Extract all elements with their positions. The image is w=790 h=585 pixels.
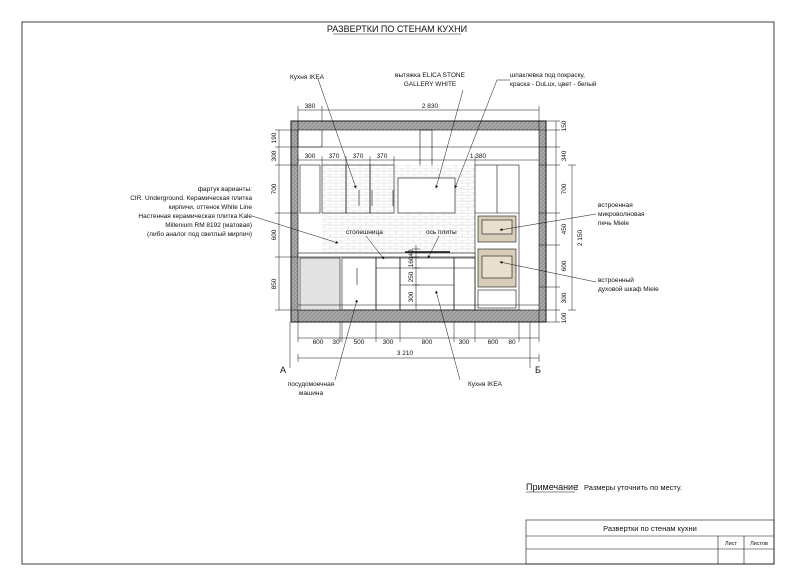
elevation	[290, 120, 547, 323]
dim-right-2: 340	[561, 150, 568, 161]
label-countertop: столешница	[346, 229, 383, 236]
leader-lines	[251, 78, 597, 381]
dim-upper-3: 370	[353, 153, 364, 160]
right-wall-section	[538, 120, 547, 323]
dim-left-5: 850	[271, 278, 278, 289]
dim-top-2: 2 830	[422, 103, 439, 110]
base-cabinet-2[interactable]	[453, 257, 476, 311]
dim-bottom-8: 80	[508, 339, 516, 346]
title-block-sheets: Листов	[750, 541, 768, 547]
elevation-outline	[290, 120, 547, 323]
title-block-name: Развертки по стенам кухни	[603, 524, 697, 533]
tall-column-drawer	[477, 289, 517, 309]
dim-right-7: 100	[561, 312, 568, 323]
dim-top-1: 380	[305, 103, 316, 110]
label-hob-axis: ось плиты	[426, 229, 457, 236]
section-point-a: А	[280, 365, 286, 375]
dim-upper-1: 300	[305, 153, 316, 160]
label-dishwasher-2: машина	[299, 390, 324, 397]
label-hood-2: GALLERY WHITE	[404, 81, 457, 88]
label-oven-2: духовой шкаф Miele	[598, 285, 659, 293]
label-apron-4: Настенная керамическая плитка Kale	[138, 213, 252, 220]
dim-upper-2: 370	[329, 153, 340, 160]
dim-left-1: 190	[271, 132, 278, 143]
boxed-column	[297, 130, 323, 148]
dim-bottom-4: 300	[383, 339, 394, 346]
dim-right-total: 2 150	[577, 229, 584, 246]
upper-cabinet-4[interactable]	[369, 164, 395, 214]
microwave-window	[481, 219, 513, 235]
title-block	[525, 519, 775, 565]
ceiling-slab	[290, 120, 547, 131]
label-apron-2: CIR. Underground. Керамическая плитка	[130, 195, 252, 202]
left-wall-section	[290, 120, 299, 323]
dim-right-5: 600	[561, 260, 568, 271]
dim-mid-4: 300	[408, 291, 415, 302]
dim-upper-5: 1 380	[470, 153, 487, 160]
label-kitchen-bottom: Кухня IKEA	[468, 381, 503, 388]
floor-slab	[290, 309, 547, 323]
label-putty-1: шпаклевка под покраску,	[510, 72, 585, 79]
title-block-sheet: Лист	[725, 541, 737, 547]
upper-cabinet-1[interactable]	[299, 164, 321, 214]
label-apron-5: Millenium RM 8192 (матовая)	[165, 222, 252, 229]
sheet-frame	[21, 21, 775, 565]
label-microwave-1: встроенная	[598, 202, 633, 209]
section-point-b: Б	[535, 365, 541, 375]
oven-window	[481, 255, 513, 279]
dim-bottom-total: 3 210	[397, 350, 414, 357]
dim-bottom-1: 600	[313, 339, 324, 346]
dim-right-6: 300	[561, 292, 568, 303]
dim-bottom-5: 800	[422, 339, 433, 346]
dim-right-4: 450	[561, 223, 568, 234]
label-kitchen-top: Кухня IKEA	[290, 74, 325, 81]
dim-right-1: 150	[561, 120, 568, 131]
label-microwave-3: печь Miele	[598, 220, 629, 227]
dim-right-3: 700	[561, 183, 568, 194]
base-cabinet-1[interactable]	[375, 257, 401, 311]
dim-bottom-7: 600	[488, 339, 499, 346]
label-hood-1: вытяжка ELICA STONE	[395, 72, 466, 79]
note-text: Размеры уточнить по месту.	[584, 483, 682, 492]
dim-left-2: 300	[271, 150, 278, 161]
dim-bottom-6: 300	[459, 339, 470, 346]
label-oven-1: встроенный	[598, 276, 634, 284]
range-hood[interactable]	[397, 177, 456, 214]
label-apron-6: (либо аналог под светлый мирпич)	[147, 230, 252, 238]
dim-upper-4: 370	[377, 153, 388, 160]
note-colon: :	[576, 482, 579, 492]
dim-bottom-2: 30	[332, 339, 340, 346]
dim-bottom-3: 500	[354, 339, 365, 346]
label-apron-3: кирпичи, оттенок White Line	[169, 204, 253, 211]
dim-mid-2: 160	[408, 256, 415, 267]
label-apron-1: фартук варианты:	[198, 186, 252, 193]
base-cabinet-sink[interactable]	[341, 257, 377, 311]
dishwasher[interactable]	[299, 257, 341, 311]
dim-mid-3: 250	[408, 271, 415, 282]
label-microwave-2: микроволновая	[598, 211, 645, 218]
dim-left-3: 700	[271, 183, 278, 194]
label-putty-2: краска - DuLux, цвет - белый	[510, 80, 597, 88]
drawing-title: РАЗВЕРТКИ ПО СТЕНАМ КУХНИ	[327, 24, 467, 34]
label-dishwasher-1: посудомоечная	[288, 381, 335, 388]
countertop[interactable]	[297, 252, 476, 258]
dim-left-4: 600	[271, 229, 278, 240]
note-label: Примечание	[526, 482, 578, 492]
dimension-lines	[275, 106, 576, 368]
dim-mid-1: 40	[408, 249, 415, 257]
